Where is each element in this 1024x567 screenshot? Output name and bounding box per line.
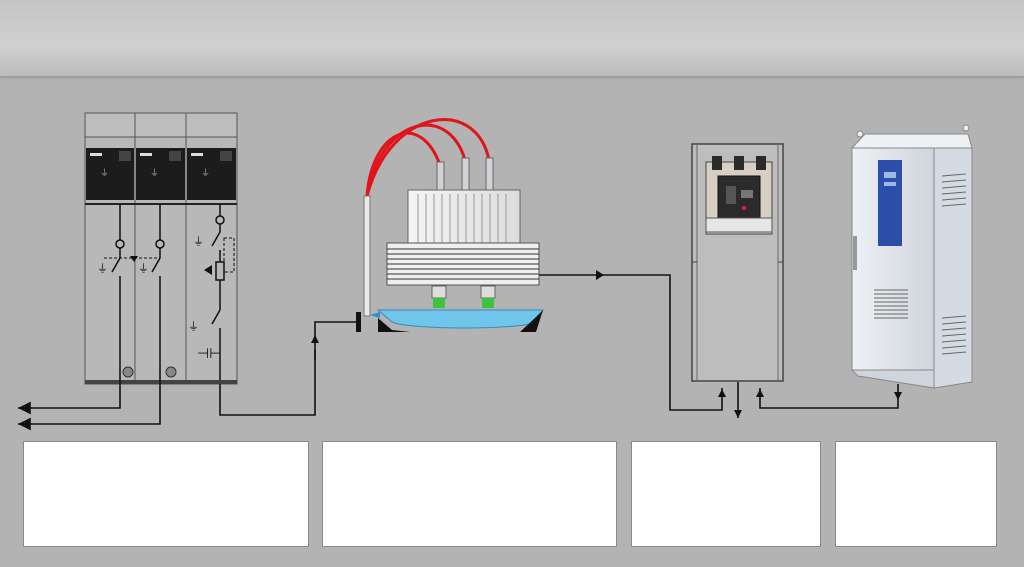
panel-text [323, 442, 616, 462]
description-panel-switchgear [23, 441, 309, 547]
ups-cabinet [850, 124, 973, 389]
flow-arrow [718, 389, 726, 397]
terminal-block [356, 312, 361, 332]
description-panel-transformer [322, 441, 617, 547]
svg-text:⏚: ⏚ [201, 168, 210, 179]
panel-text [836, 442, 996, 462]
svg-text:⏚: ⏚ [188, 320, 199, 333]
switchgear: ⏚ ⏚ ⏚ ⏚ ⏚ [84, 112, 238, 385]
header-bar [0, 0, 1024, 77]
flow-arrow [756, 389, 764, 397]
flow-arrow [596, 270, 604, 280]
flow-arrow [311, 335, 319, 343]
svg-text:⏚: ⏚ [97, 262, 108, 275]
description-panel-breaker [631, 441, 821, 547]
transformer [363, 118, 544, 332]
svg-text:⏚: ⏚ [193, 235, 204, 248]
description-panel-ups [835, 441, 997, 547]
panel-text [24, 442, 308, 462]
flow-arrow [894, 392, 902, 400]
breaker-cabinet [691, 143, 784, 382]
svg-text:⏚: ⏚ [100, 168, 109, 179]
connection-lines [18, 274, 899, 431]
svg-text:⏚: ⏚ [150, 168, 159, 179]
panel-text [632, 442, 820, 462]
svg-text:⏚: ⏚ [138, 262, 149, 275]
svg-text:⊣⊢: ⊣⊢ [197, 346, 221, 362]
flow-arrow [734, 410, 742, 418]
